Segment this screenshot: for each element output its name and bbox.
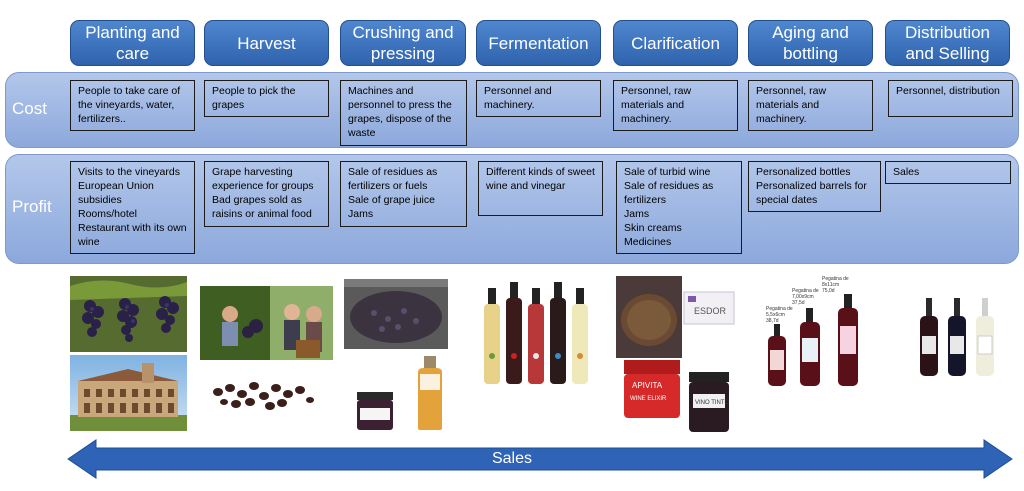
cost-label: Cost [12, 99, 47, 118]
svg-text:75,0d: 75,0d [822, 288, 835, 294]
svg-text:38,7d: 38,7d [766, 318, 779, 324]
cost-aging: Personnel, raw materials and machinery. [748, 80, 873, 131]
profit-aging: Personalized bottles Personalized barrel… [748, 161, 881, 212]
cost-fermentation: Personnel and machinery. [476, 80, 601, 117]
stage-planting: Planting and care [70, 20, 195, 66]
stage-distribution: Distribution and Selling [885, 20, 1010, 66]
stage-clarification: Clarification [613, 20, 738, 66]
svg-text:VINO TINTO: VINO TINTO [695, 400, 729, 406]
profit-label: Profit [12, 197, 52, 216]
cost-harvest: People to pick the grapes [204, 80, 329, 117]
jam-jar-photo [352, 388, 398, 434]
medicine-box-photo: ESDOR [682, 290, 736, 326]
cost-distribution: Personnel, distribution [888, 80, 1013, 117]
svg-text:WINE ELIXIR: WINE ELIXIR [630, 396, 667, 402]
raisins-photo [206, 370, 324, 416]
stage-aging: Aging and bottling [748, 20, 873, 66]
grape-pomace-photo [344, 279, 448, 349]
hotel-building-photo [70, 355, 187, 431]
sales-arrow [67, 439, 1013, 479]
profit-planting: Visits to the vineyards European Union s… [70, 161, 195, 254]
cost-planting: People to take care of the vineyards, wa… [70, 80, 195, 131]
svg-text:ESDOR: ESDOR [694, 306, 727, 316]
stage-crushing: Crushing and pressing [340, 20, 466, 66]
svg-text:37,5d: 37,5d [792, 300, 805, 306]
profit-fermentation: Different kinds of sweet wine and vinega… [478, 161, 603, 216]
skin-cream-jar-photo: APIVITA WINE ELIXIR [622, 358, 682, 420]
svg-text:Pegatina de: Pegatina de [822, 276, 849, 282]
svg-text:7,00x9cm: 7,00x9cm [792, 294, 814, 300]
profit-crushing: Sale of residues as fertilizers or fuels… [340, 161, 467, 227]
profit-band [5, 154, 1019, 264]
grapes-vine-photo [70, 276, 187, 352]
cost-crushing: Machines and personnel to press the grap… [340, 80, 467, 146]
turbid-wine-glass-photo [616, 276, 682, 358]
clarification-jam-jar-photo: VINO TINTO [684, 370, 734, 436]
profit-clarification: Sale of turbid wine Sale of residues as … [616, 161, 742, 254]
cost-band [5, 72, 1019, 148]
svg-text:Pegatina de: Pegatina de [792, 288, 819, 294]
profit-distribution: Sales [885, 161, 1011, 184]
grape-juice-bottle-photo [410, 354, 450, 432]
profit-harvest: Grape harvesting experience for groups B… [204, 161, 329, 227]
sales-arrow-label: Sales [491, 450, 533, 467]
harvest-pickers-photo [200, 286, 333, 360]
svg-text:8x11cm: 8x11cm [822, 282, 839, 288]
sweet-wine-bottles-photo [480, 280, 596, 388]
stage-fermentation: Fermentation [476, 20, 601, 66]
cost-clarification: Personnel, raw materials and machinery. [613, 80, 738, 131]
svg-text:APIVITA: APIVITA [632, 381, 663, 390]
svg-text:Pegatina de: Pegatina de [766, 306, 793, 312]
retail-bottles-photo [912, 296, 1002, 378]
svg-text:5,5x6cm: 5,5x6cm [766, 312, 785, 318]
stage-harvest: Harvest [204, 20, 329, 66]
